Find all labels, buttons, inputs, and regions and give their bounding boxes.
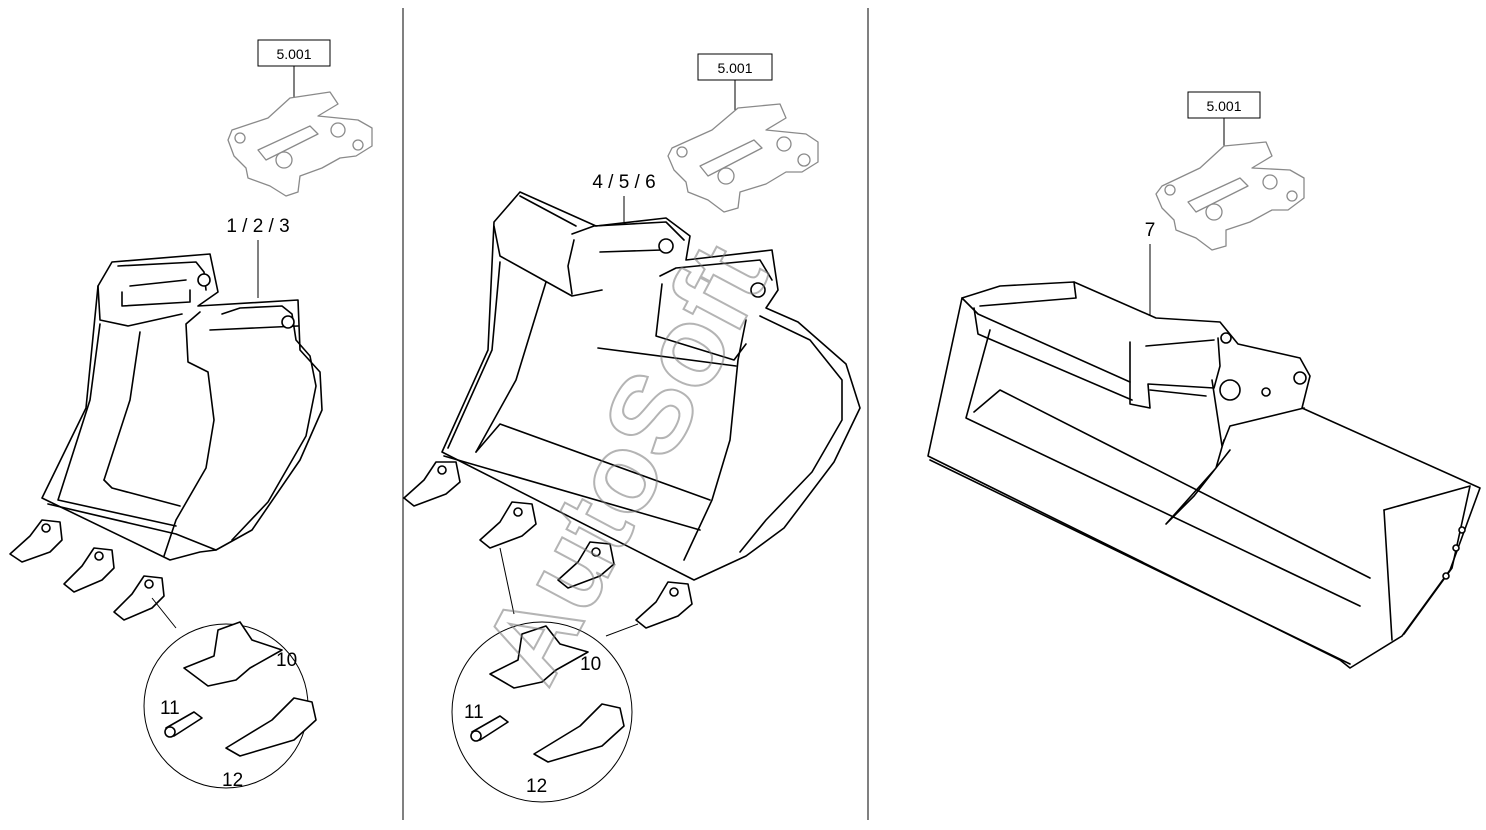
panel-1-teeth: [9, 519, 165, 621]
panel-3-quick-coupler: [1155, 141, 1305, 251]
tooth-icon: [635, 581, 693, 629]
panel-1-bucket-label: 1 / 2 / 3: [226, 216, 289, 237]
panel-2-detail-leader-b: [605, 623, 639, 637]
panel-2-detail-circle[interactable]: 10 11 12: [451, 621, 633, 803]
panel-3-ref-box[interactable]: 5.001: [1187, 91, 1261, 119]
panel-2-teeth: [403, 461, 693, 629]
tooth-icon: [403, 461, 461, 507]
panel-1-label-11: 11: [160, 698, 180, 719]
panel-2-ref-label: 5.001: [717, 60, 752, 76]
panel-3-ref-label: 5.001: [1206, 98, 1241, 114]
panel-1-detail-circle[interactable]: 10 11 12: [143, 621, 317, 791]
panel-2-quick-coupler: [667, 103, 819, 213]
panel-1-ref-label: 5.001: [276, 46, 311, 62]
panel-1-ref-box[interactable]: 5.001: [257, 39, 331, 67]
tooth-adapter-icon: [489, 625, 589, 689]
panel-1-bucket[interactable]: [41, 253, 323, 561]
panel-2-label-10: 10: [580, 654, 601, 675]
panel-3-bucket-label: 7: [1145, 220, 1156, 241]
tooth-adapter-icon: [183, 621, 283, 687]
panel-3: 5.001 7: [927, 91, 1481, 669]
panel-1-label-10: 10: [276, 650, 297, 671]
tooth-icon: [63, 547, 115, 593]
panel-2-bucket[interactable]: [441, 191, 861, 581]
panel-2-detail-leader-a: [499, 547, 515, 615]
panel-2-ref-box[interactable]: 5.001: [697, 53, 773, 81]
panel-3-ditching-bucket[interactable]: [927, 281, 1481, 669]
tooth-icon: [225, 697, 317, 757]
panel-2: 5.001 4 / 5 / 6: [403, 53, 861, 803]
tooth-icon: [113, 575, 165, 621]
panel-2-label-11: 11: [464, 702, 484, 723]
panel-1-label-12: 12: [222, 770, 243, 791]
panel-1-detail-leader: [151, 597, 177, 629]
tooth-icon: [533, 703, 625, 763]
panel-1-quick-coupler: [227, 91, 373, 197]
tooth-icon: [9, 519, 63, 563]
panel-2-label-12: 12: [526, 776, 547, 797]
panel-2-bucket-label: 4 / 5 / 6: [592, 172, 655, 193]
panel-1: 5.001 1 / 2 / 3: [9, 39, 373, 791]
